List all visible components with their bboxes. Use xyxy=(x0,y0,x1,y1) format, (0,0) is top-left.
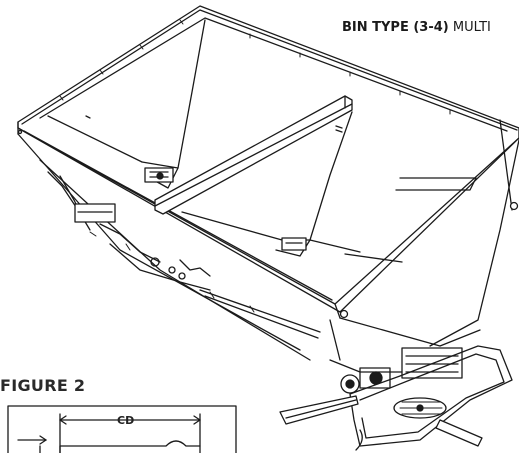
bin-type-caption: BIN TYPE (3-4) MULTI xyxy=(342,20,491,35)
bin-type-suffix: MULTI xyxy=(449,20,491,35)
bin-type-label: BIN TYPE (3-4) xyxy=(342,20,449,35)
hopper-rim xyxy=(18,6,519,318)
spinner-assembly xyxy=(280,346,512,450)
figure-title: FIGURE 2 xyxy=(0,376,85,395)
dimension-cd-label: CD xyxy=(117,414,134,427)
